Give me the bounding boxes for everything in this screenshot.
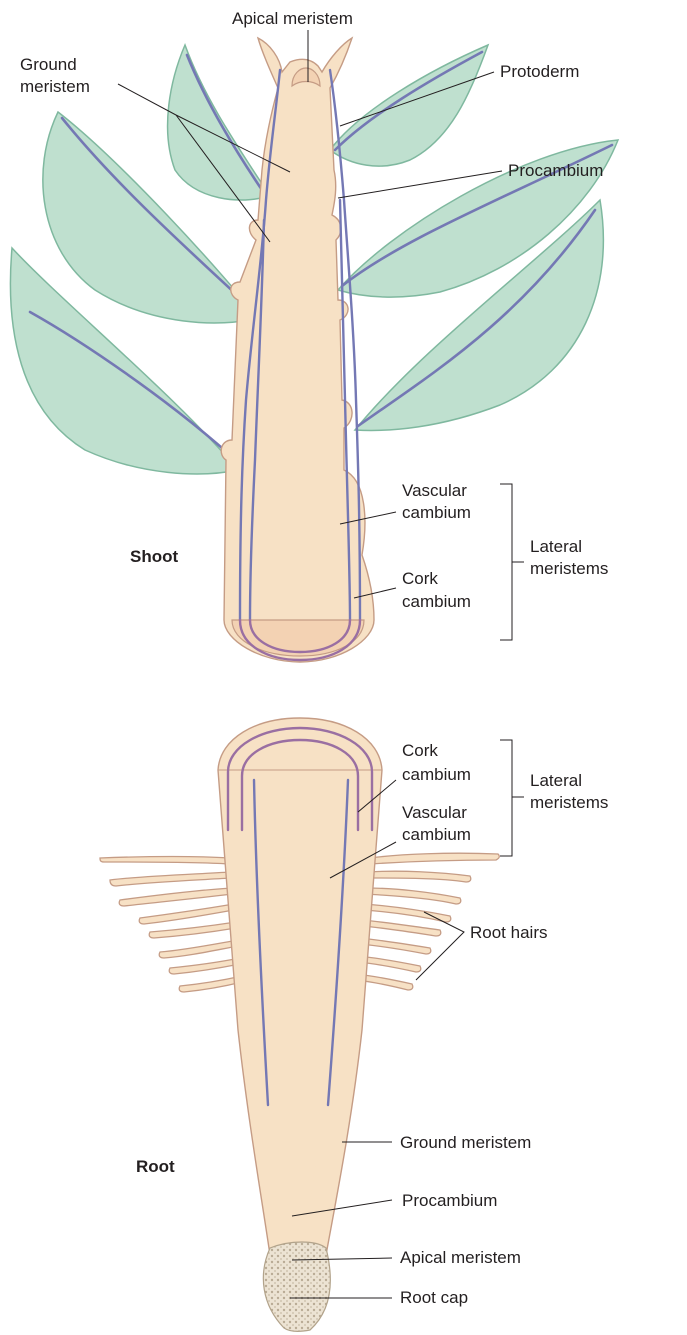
root-hair [139,904,234,924]
root-hair [119,888,232,906]
root-hair [362,920,441,936]
root-hairs-right [356,853,499,990]
root-hair [366,888,461,904]
label-apical-meristem-root: Apical meristem [400,1248,521,1267]
label-root-title: Root [136,1157,175,1176]
label-lateral-meristems-root-line1: Lateral [530,771,582,790]
label-cork-cambium-shoot-line2: cambium [402,592,471,611]
label-apical-meristem-shoot: Apical meristem [232,9,353,28]
label-vascular-cambium-root-line1: Vascular [402,803,467,822]
root-hair [169,958,240,974]
root-hair [368,871,471,882]
root-hair [370,853,499,864]
root-hairs-left [100,857,242,993]
root-hair [159,940,238,958]
label-procambium-root: Procambium [402,1191,497,1210]
leader-root-hairs [416,912,464,980]
label-ground-meristem-line2: meristem [20,77,90,96]
label-cork-cambium-root-line2: cambium [402,765,471,784]
label-root-cap: Root cap [400,1288,468,1307]
label-shoot-title: Shoot [130,547,178,566]
leaf-upper-right [330,45,488,166]
bracket-lateral-meristems-shoot [500,484,512,640]
bracket-lateral-meristems-root [500,740,512,856]
label-lateral-meristems-shoot-line1: Lateral [530,537,582,556]
root-cap [263,1242,330,1331]
root-hair [360,938,431,954]
root-hair [149,922,236,938]
label-cork-cambium-root-line1: Cork [402,741,438,760]
label-lateral-meristems-shoot-line2: meristems [530,559,608,578]
label-ground-meristem-line1: Ground [20,55,77,74]
root-hair [179,976,242,992]
label-root-hairs: Root hairs [470,923,547,942]
root-hair [110,872,230,886]
root-hair [100,857,228,865]
label-vascular-cambium-shoot-line1: Vascular [402,481,467,500]
label-lateral-meristems-root-line2: meristems [530,793,608,812]
label-vascular-cambium-root-line2: cambium [402,825,471,844]
shoot-illustration [10,38,618,662]
label-cork-cambium-shoot-line1: Cork [402,569,438,588]
label-protoderm: Protoderm [500,62,579,81]
label-vascular-cambium-shoot-line2: cambium [402,503,471,522]
label-procambium-shoot: Procambium [508,161,603,180]
label-ground-meristem-root: Ground meristem [400,1133,531,1152]
